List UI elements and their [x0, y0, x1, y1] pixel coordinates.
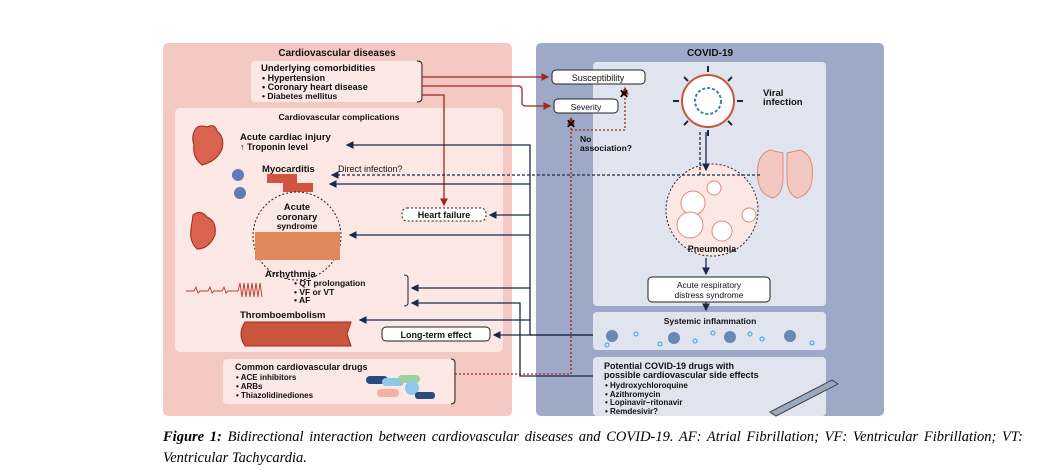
covid-drugs-title: Potential COVID-19 drugs with [604, 361, 734, 371]
inflammatory-cells-icon [604, 330, 815, 348]
pneumonia-label: Pneumonia [688, 244, 738, 254]
heart-failure-label: Heart failure [418, 210, 471, 220]
troponin-label: ↑ Troponin level [240, 142, 308, 152]
long-term-effect-label: Long-term effect [400, 330, 471, 340]
susceptibility-label: Susceptibility [572, 73, 625, 83]
lungs-icon [757, 149, 813, 199]
cv-drug-item: • ACE inhibitors [236, 373, 297, 382]
blood-vessel-icon [240, 321, 352, 347]
severity-label: Severity [571, 102, 602, 112]
no-association-label: No [580, 134, 591, 144]
comorbidities-box [251, 61, 421, 102]
comorbidity-item: • Diabetes mellitus [262, 91, 338, 101]
systemic-inflammation-label: Systemic inflammation [664, 316, 757, 326]
susceptibility-box [551, 69, 646, 85]
viral-infection-label: infection [763, 97, 803, 108]
no-association-label: association? [580, 143, 632, 153]
syringe-icon [769, 379, 839, 417]
myocardium-tissue-icon [267, 174, 313, 192]
myocarditis-label: Myocarditis [262, 164, 315, 175]
covid-drug-item: • Lopinavir–ritonavir [605, 398, 682, 407]
arrhythmia-item: • AF [294, 295, 310, 305]
caption-label: Figure 1: [163, 429, 222, 445]
blocked-x-icon: ✕ [619, 87, 629, 101]
pills-icon [366, 375, 435, 399]
acs-label: coronary [277, 212, 318, 223]
heart-icon-acs [190, 211, 216, 250]
arrhythmia-label: Arrhythmia [265, 269, 316, 280]
covid-panel-title: COVID-19 [687, 48, 734, 59]
acute-cardiac-injury-label: Acute cardiac injury [240, 132, 332, 143]
cardiovascular-panel-title: Cardiovascular diseases [278, 48, 396, 59]
covid-drugs-title: possible cardiovascular side effects [604, 370, 759, 380]
alveoli-icon [676, 180, 757, 242]
artery-icon [255, 232, 340, 260]
thromboembolism-label: Thromboembolism [240, 310, 326, 321]
long-term-effect-box [381, 326, 491, 342]
acs-label: syndrome [277, 221, 318, 231]
arrhythmia-item: • VF or VT [294, 287, 335, 297]
ecg-icon [186, 282, 263, 298]
severity-box [553, 98, 619, 114]
cv-drug-item: • Thiazolidinediones [236, 391, 314, 400]
comorbidity-item: • Coronary heart disease [262, 82, 368, 92]
direct-infection-arrow [332, 132, 760, 175]
caption-text: Bidirectional interaction between cardio… [163, 429, 1023, 466]
ards-box [647, 276, 771, 303]
covid-drug-item: • Hydroxychloroquine [605, 381, 688, 390]
figure-caption: Figure 1: Bidirectional interaction betw… [163, 427, 1023, 469]
ards-label: Acute respiratory [677, 280, 742, 290]
cv-drug-item: • ARBs [236, 382, 263, 391]
comorbidity-item: • Hypertension [262, 73, 325, 83]
ards-label: distress syndrome [675, 290, 744, 300]
arrhythmia-item: • QT prolongation [294, 278, 365, 288]
acs-label: Acute [284, 202, 310, 213]
red-arrows [422, 73, 552, 207]
virus-icon [673, 66, 743, 136]
navy-arrows [328, 132, 710, 377]
viral-infection-label: Viral [763, 88, 783, 99]
covid-drug-item: • Remdesivir? [605, 407, 658, 416]
cv-drugs-title: Common cardiovascular drugs [235, 362, 368, 372]
immune-cell-icon [232, 169, 246, 199]
heart-icon [192, 125, 224, 166]
no-association-arrows [455, 86, 629, 375]
heart-failure-box [401, 207, 487, 222]
comorbidities-title: Underlying comorbidities [261, 63, 376, 74]
covid-drugs-box [593, 357, 826, 416]
covid-drug-item: • Azithromycin [605, 390, 661, 399]
complications-title: Cardiovascular complications [279, 112, 400, 122]
direct-infection-label: Direct infection? [338, 164, 403, 174]
blocked-x-icon: ✕ [566, 117, 576, 131]
systemic-inflammation-box [593, 312, 826, 350]
